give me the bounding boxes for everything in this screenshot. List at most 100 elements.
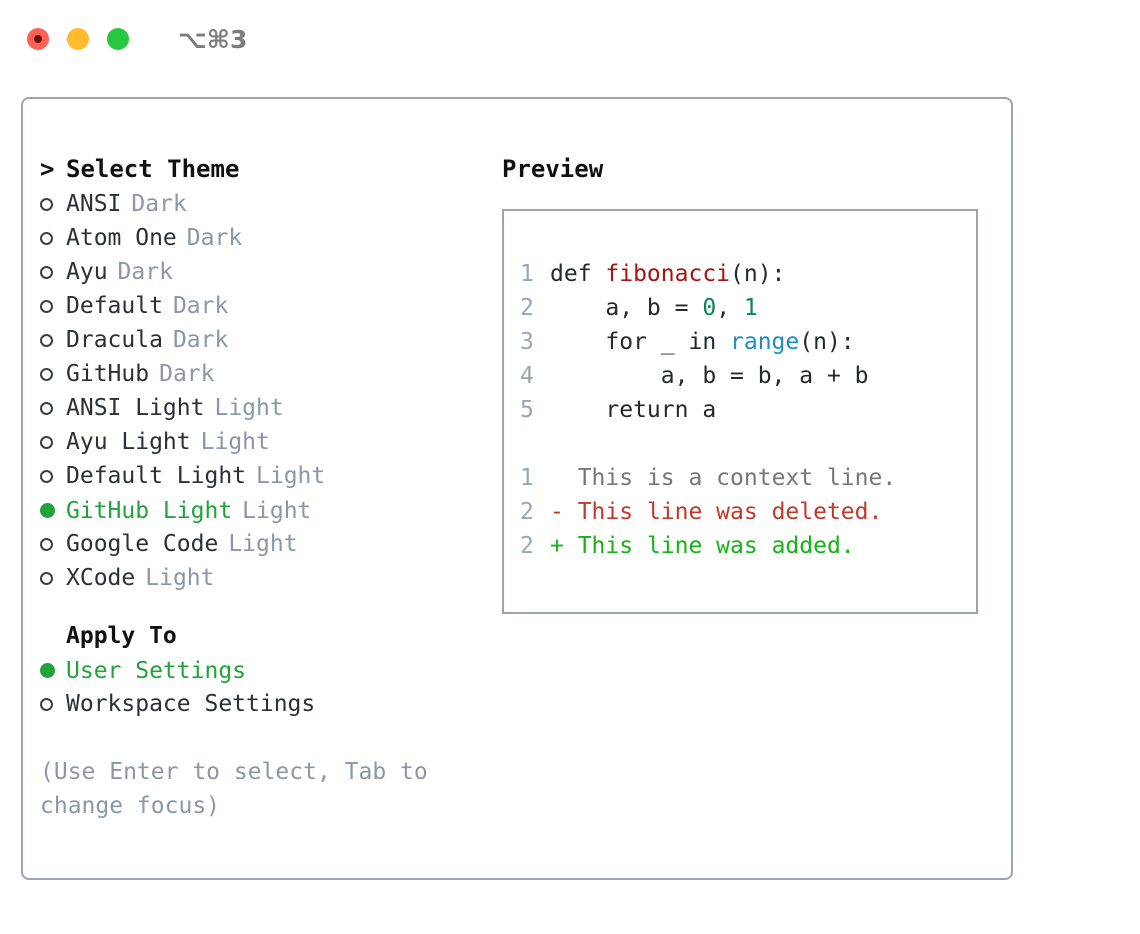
theme-name: Google Code [66,531,219,557]
theme-name: Ayu Light [66,429,191,455]
theme-name: Ayu [66,259,108,285]
theme-variant-tag: Dark [159,361,215,387]
apply-to-label: Workspace Settings [66,691,316,717]
radio-mark [40,470,53,483]
theme-name: GitHub Light [66,497,233,524]
theme-name: Default Light [66,463,247,489]
radio-unselected-icon[interactable] [40,460,66,494]
code-token: fibonacci [605,261,731,287]
radio-selected-icon[interactable] [40,653,66,687]
radio-mark [40,232,53,245]
line-number: 3 [520,329,534,355]
code-token: def [550,261,606,287]
spacer [40,721,490,755]
code-token: , [716,295,744,321]
code-token: 0 [702,295,717,321]
code-sample: 1 def fibonacci(n): 2 a, b = 0, 1 3 for _ i… [520,257,976,427]
code-line: 4 a, b = b, a + b [520,359,976,393]
radio-unselected-icon[interactable] [40,562,66,596]
radio-mark [40,698,53,711]
radio-unselected-icon[interactable] [40,324,66,358]
line-number: 1 [520,261,534,287]
radio-unselected-icon[interactable] [40,256,66,290]
diff-line: 2- This line was deleted. [520,495,976,529]
theme-variant-tag: Dark [186,225,243,251]
code-line: 3 for _ in range(n): [520,325,976,359]
theme-variant-tag: Dark [172,327,229,353]
theme-variant-tag: Light [145,565,215,591]
theme-variant-tag: Light [228,531,298,557]
theme-name: Default [66,293,163,319]
theme-list-item[interactable]: Default Dark [40,289,490,323]
diff-marker: + [550,533,578,559]
code-token: a, b = [550,295,703,321]
theme-variant-tag: Light [256,463,326,489]
code-line: 5 return a [520,393,976,427]
radio-mark [40,368,53,381]
maximize-button[interactable] [107,28,129,50]
preview-box: 1 def fibonacci(n): 2 a, b = 0, 1 3 for _ i… [502,209,978,614]
theme-name: GitHub [66,361,150,387]
radio-mark [40,436,53,449]
line-number: 4 [520,363,534,389]
radio-mark [40,572,53,585]
theme-variant-tag: Dark [172,293,229,319]
theme-list-item[interactable]: Default Light Light [40,459,490,493]
radio-mark [40,198,53,211]
theme-list-item[interactable]: GitHub Light Light [40,493,490,527]
code-token: for _ in [550,329,731,355]
radio-unselected-icon[interactable] [40,290,66,324]
code-token: (n): [730,261,786,287]
radio-unselected-icon[interactable] [40,688,66,722]
theme-list-item[interactable]: Google Code Light [40,527,490,561]
apply-to-label: User Settings [66,657,247,684]
radio-unselected-icon[interactable] [40,358,66,392]
radio-unselected-icon[interactable] [40,528,66,562]
select-theme-header: > Select Theme [40,151,490,187]
code-token: 1 [743,295,758,321]
preview-title: Preview [502,155,604,183]
radio-mark [40,266,53,279]
theme-list-item[interactable]: Atom One Dark [40,221,490,255]
line-number: 2 [520,295,534,321]
diff-marker [550,461,578,495]
spacer [40,595,490,619]
diff-text: This line was added. [577,533,855,559]
radio-mark [40,502,55,518]
minimize-button[interactable] [67,28,89,50]
radio-selected-icon[interactable] [40,493,66,527]
page-title: Select Theme [66,155,240,183]
radio-unselected-icon[interactable] [40,222,66,256]
close-icon [34,35,42,43]
theme-variant-tag: Light [214,395,284,421]
theme-list-item[interactable]: GitHub Dark [40,357,490,391]
radio-mark [40,334,53,347]
line-number: 2 [520,533,534,559]
theme-variant-tag: Light [242,497,312,524]
radio-unselected-icon[interactable] [40,426,66,460]
diff-text: This line was deleted. [577,499,883,525]
caret-icon: > [40,155,55,183]
radio-mark [40,300,53,313]
preview-column: Preview 1 def fibonacci(n): 2 a, b = 0, 1 3… [502,151,1002,614]
theme-name: ANSI Light [66,395,205,421]
theme-list-item[interactable]: ANSI Light Light [40,391,490,425]
line-number: 5 [520,397,534,423]
theme-name: Atom One [66,225,177,251]
apply-to-option[interactable]: Workspace Settings [40,687,490,721]
spacer [520,427,976,461]
radio-unselected-icon[interactable] [40,188,66,222]
apply-to-option[interactable]: User Settings [40,653,490,687]
close-button[interactable] [27,28,49,50]
radio-unselected-icon[interactable] [40,392,66,426]
apply-to-header: Apply To [66,623,177,649]
radio-mark [40,538,53,551]
keyboard-shortcut-label: ⌥⌘3 [178,24,248,54]
